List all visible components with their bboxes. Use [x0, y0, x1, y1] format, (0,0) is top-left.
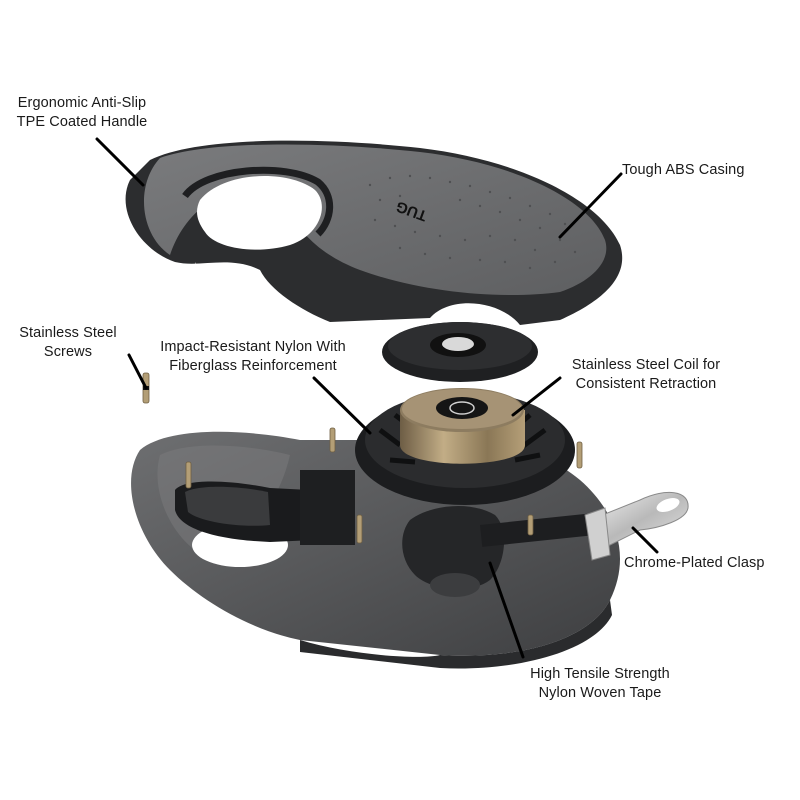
callout-tape: High Tensile Strength Nylon Woven Tape	[518, 665, 682, 703]
callout-handle: Ergonomic Anti-Slip TPE Coated Handle	[2, 94, 162, 132]
brake-mechanism	[175, 470, 355, 545]
callout-screws: Stainless Steel Screws	[5, 324, 131, 362]
callout-casing: Tough ABS Casing	[622, 161, 762, 180]
callout-tape-line2: Nylon Woven Tape	[538, 685, 662, 701]
callout-nylon-line1: Impact-Resistant Nylon With	[160, 339, 346, 355]
callout-screws-line1: Stainless Steel	[19, 325, 117, 341]
callout-casing-line1: Tough ABS Casing	[622, 162, 745, 178]
steel-coil	[400, 388, 525, 464]
callout-tape-line1: High Tensile Strength	[530, 666, 670, 682]
grip-texture	[368, 174, 577, 270]
chrome-clasp	[584, 491, 689, 561]
nylon-tape	[402, 505, 592, 597]
top-casing: TUG	[125, 140, 623, 325]
callout-handle-line2: TPE Coated Handle	[16, 114, 148, 130]
callout-nylon: Impact-Resistant Nylon With Fiberglass R…	[148, 338, 358, 376]
callout-handle-line1: Ergonomic Anti-Slip	[17, 95, 147, 111]
callout-coil-line1: Stainless Steel Coil for	[571, 357, 721, 373]
callout-screws-line2: Screws	[43, 344, 93, 360]
spool-cap	[382, 322, 538, 382]
callout-clasp: Chrome-Plated Clasp	[624, 554, 784, 573]
leader-lines	[95, 137, 659, 659]
callout-coil-line2: Consistent Retraction	[575, 376, 717, 392]
handle-opening	[197, 176, 322, 250]
callout-coil: Stainless Steel Coil for Consistent Retr…	[564, 356, 728, 394]
callout-clasp-line1: Chrome-Plated Clasp	[624, 555, 765, 571]
callout-nylon-line2: Fiberglass Reinforcement	[169, 358, 337, 374]
